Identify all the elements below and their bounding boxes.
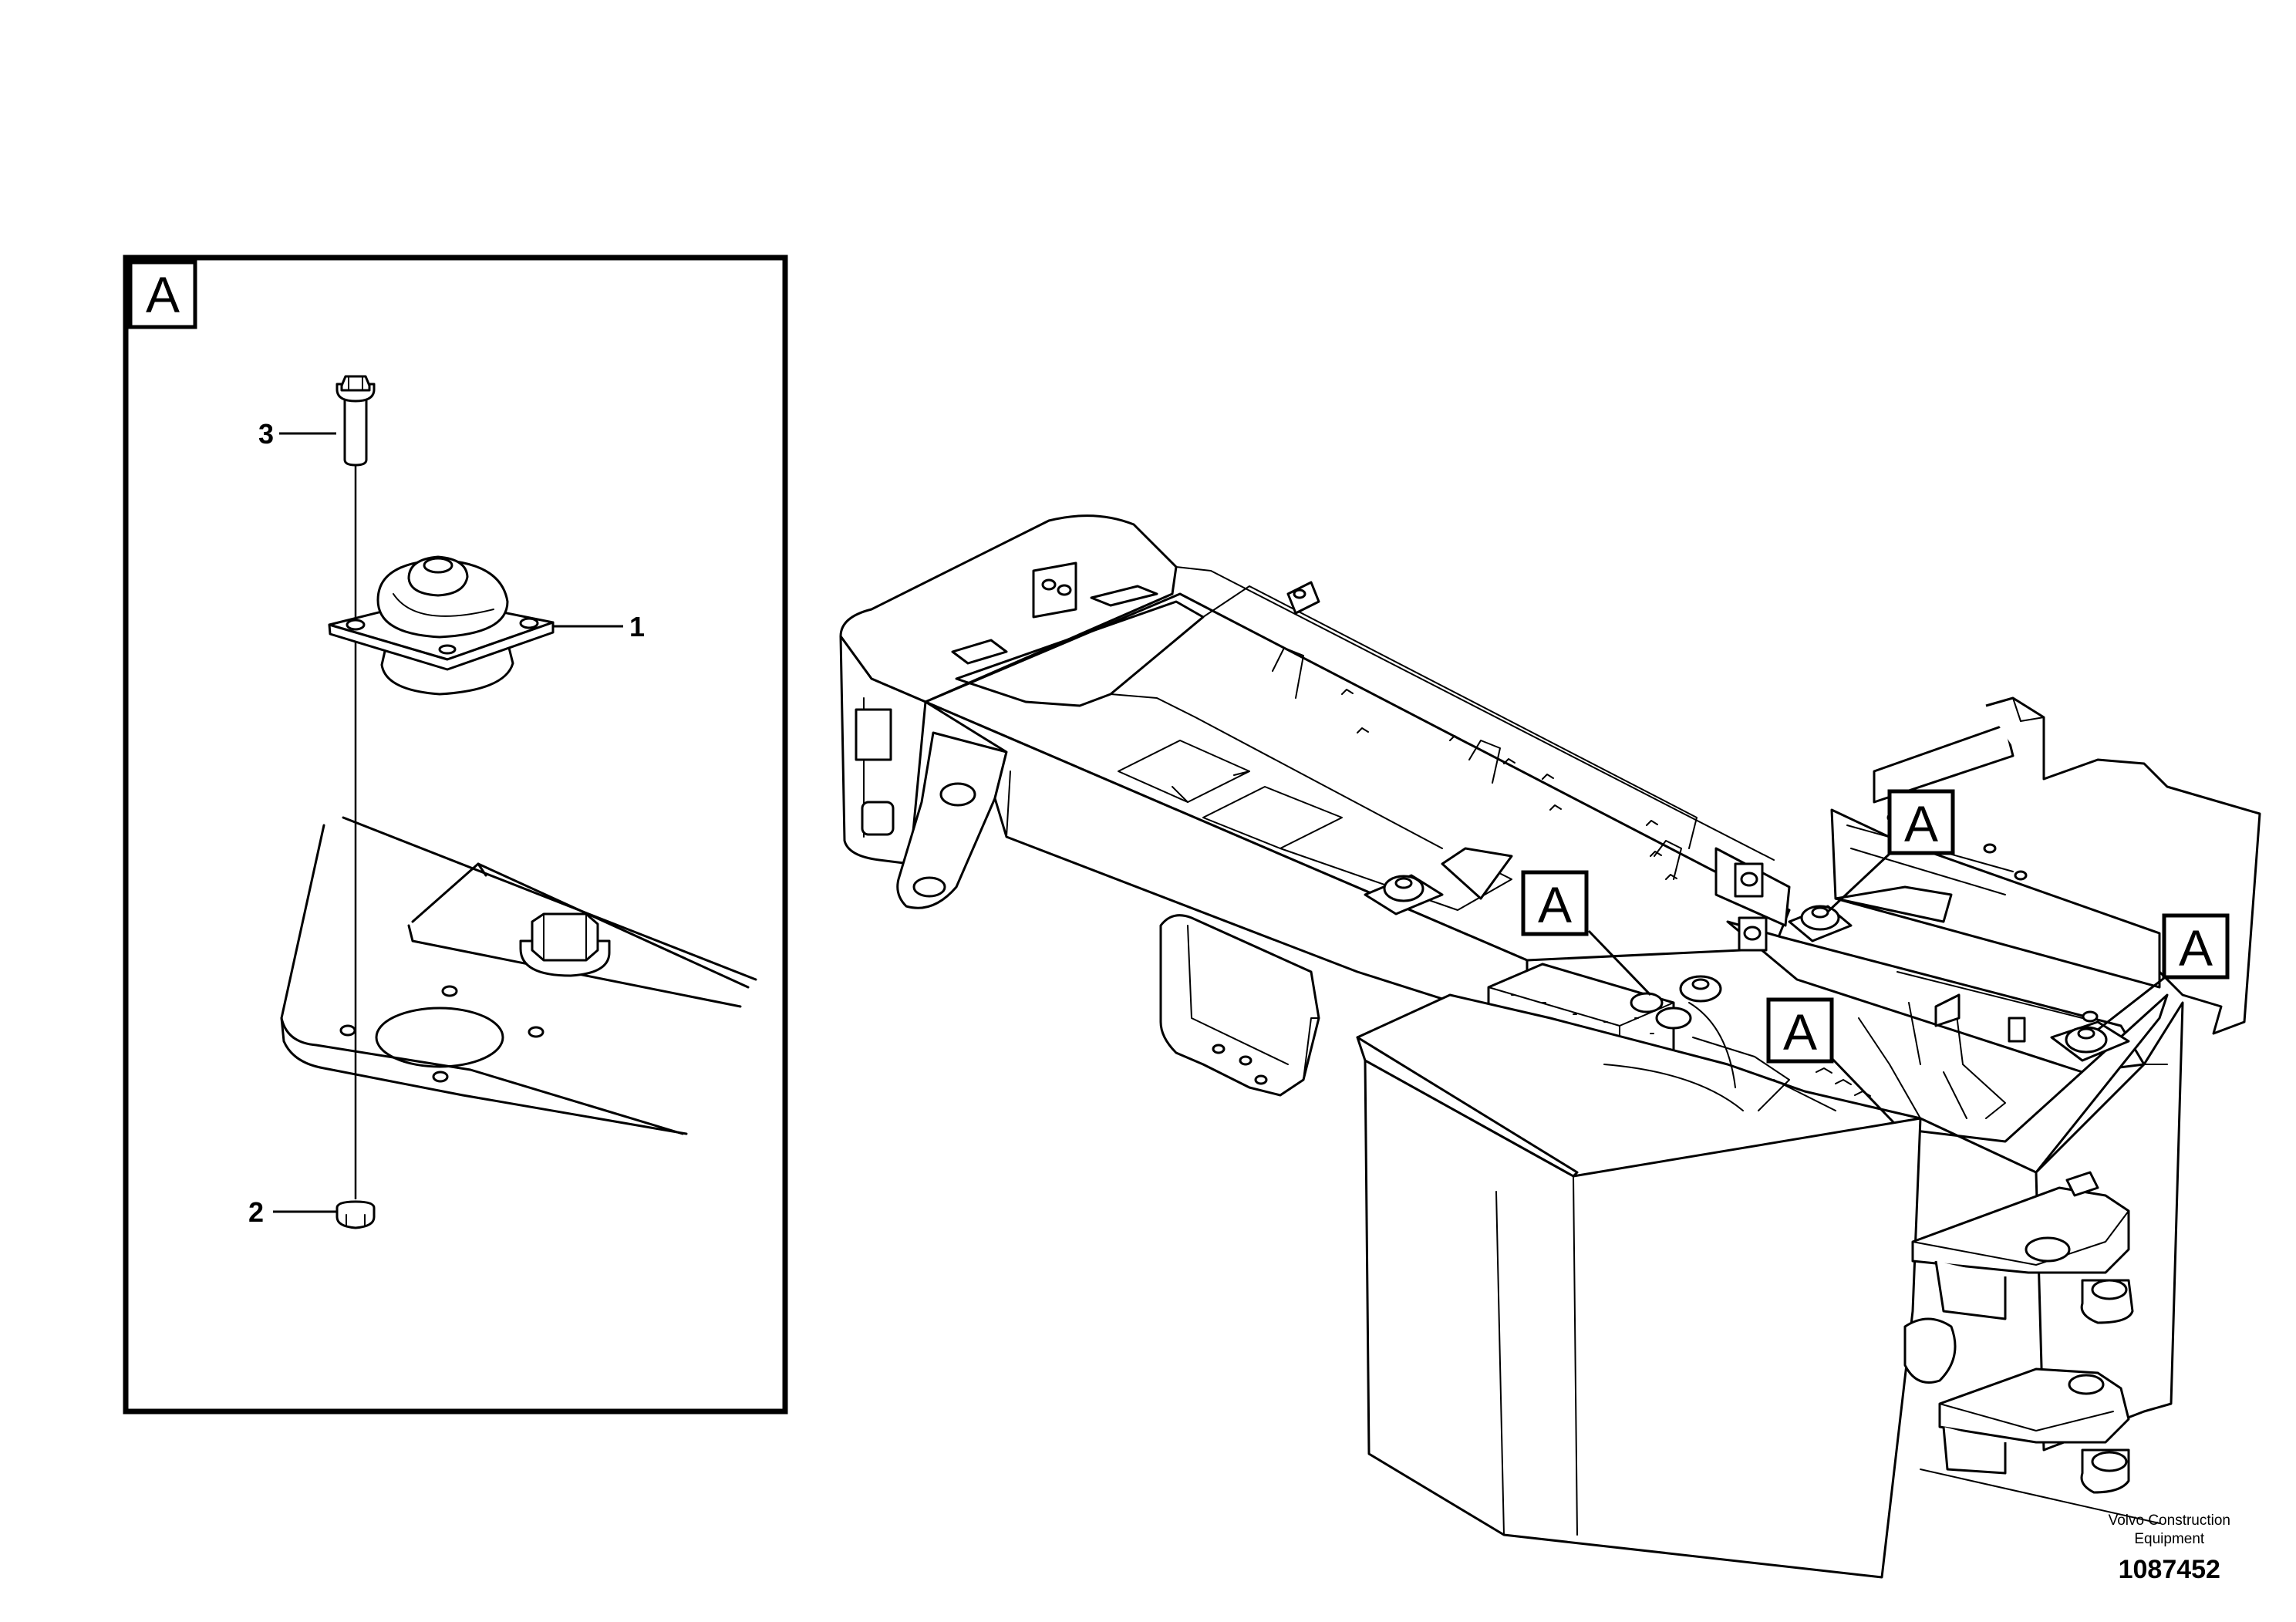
- location-marker-1-label: A: [1538, 876, 1572, 933]
- drawing-footer: Volvo Construction Equipment 1087452: [2109, 1512, 2230, 1585]
- detail-panel: A: [123, 255, 788, 1415]
- callout-3-number: 3: [258, 418, 274, 450]
- location-marker-2: A: [1826, 789, 1955, 913]
- drawing-number: 1087452: [2118, 1555, 2220, 1584]
- rubber-mount-drawing: [328, 555, 555, 696]
- location-marker-4-label: A: [1783, 1003, 1817, 1061]
- manufacturer-line-1: Volvo Construction: [2108, 1512, 2230, 1529]
- detail-view-label-box: [128, 260, 197, 329]
- detail-frame: [123, 255, 788, 1415]
- nut-drawing: [335, 1200, 376, 1229]
- mounting-bracket-drawing: [280, 816, 757, 1135]
- location-marker-2-label: A: [1904, 795, 1938, 852]
- frame-mount-1: [1364, 874, 1444, 916]
- location-marker-3-label: A: [2179, 919, 2213, 976]
- bolt-drawing: [335, 375, 376, 467]
- detail-view-label: A: [146, 266, 180, 323]
- manufacturer-line-2: Equipment: [2134, 1531, 2205, 1547]
- location-marker-4: A: [1766, 997, 1895, 1124]
- callout-2-number: 2: [248, 1196, 264, 1228]
- frame-mount-2: [1788, 905, 1853, 943]
- location-marker-3: A: [2097, 913, 2230, 1031]
- frame-mount-3: [1655, 975, 1722, 1030]
- callout-1-number: 1: [629, 611, 645, 642]
- location-marker-1: A: [1521, 870, 1652, 996]
- rear-frame-assembly-drawing: [839, 514, 2261, 1579]
- frame-mount-4: [2050, 1010, 2130, 1062]
